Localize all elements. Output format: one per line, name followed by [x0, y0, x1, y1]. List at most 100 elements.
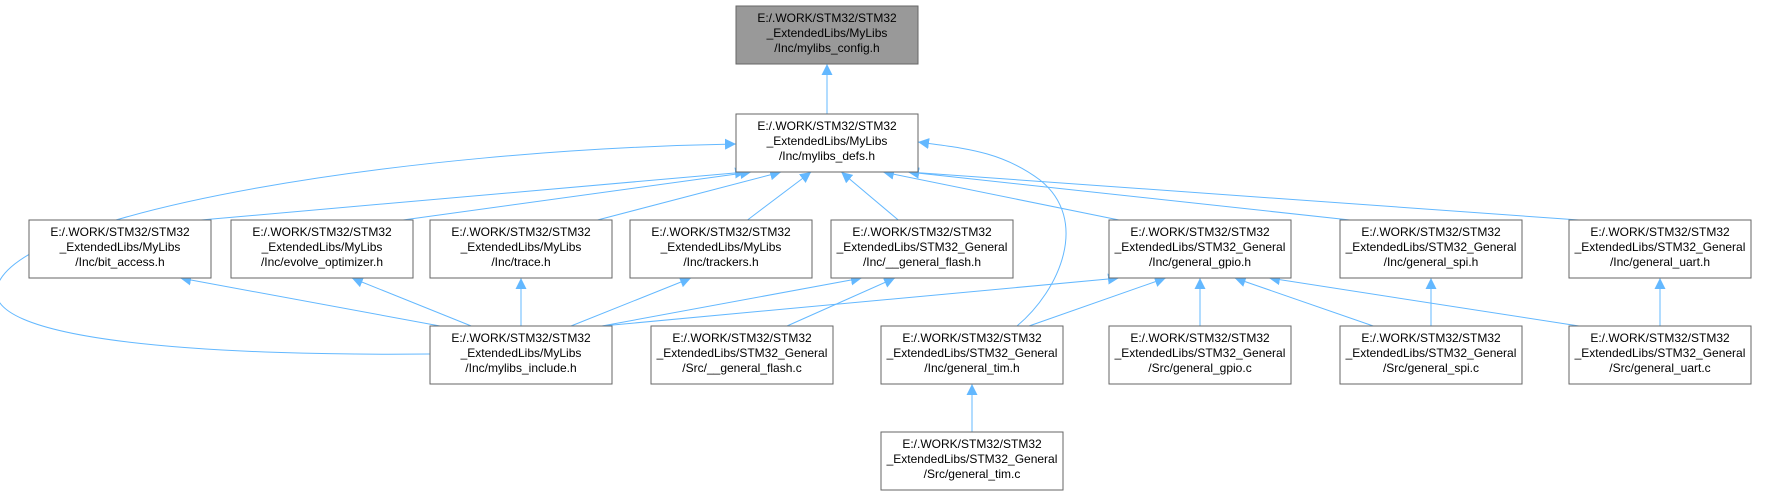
node-label-line: _ExtendedLibs/STM32_General — [1574, 346, 1746, 360]
node-label-line: /Inc/general_gpio.h — [1149, 255, 1251, 269]
node-label-line: E:/.WORK/STM32/STM32 — [252, 225, 392, 239]
node-box[interactable] — [735, 113, 919, 173]
node-tim-c[interactable]: E:/.WORK/STM32/STM32_ExtendedLibs/STM32_… — [880, 431, 1064, 491]
node-include-h[interactable]: E:/.WORK/STM32/STM32_ExtendedLibs/MyLibs… — [429, 325, 613, 385]
edge-include_h-to-bit_access — [180, 274, 441, 327]
edge-flash_h-to-defs — [840, 171, 899, 221]
node-label-line: /Inc/general_spi.h — [1384, 255, 1479, 269]
node-label-line: E:/.WORK/STM32/STM32 — [451, 225, 591, 239]
node-label-line: E:/.WORK/STM32/STM32 — [50, 225, 190, 239]
node-box[interactable] — [735, 5, 919, 65]
node-gpio-c[interactable]: E:/.WORK/STM32/STM32_ExtendedLibs/STM32_… — [1108, 325, 1292, 385]
node-box[interactable] — [629, 219, 813, 279]
node-box[interactable] — [1568, 325, 1752, 385]
node-config[interactable]: E:/.WORK/STM32/STM32_ExtendedLibs/MyLibs… — [735, 5, 919, 65]
node-label-line: _ExtendedLibs/STM32_General — [1114, 346, 1286, 360]
edge-flash_c-to-flash_h — [786, 277, 896, 327]
edge-tim_h-to-gpio_h — [1028, 276, 1166, 327]
node-label-line: /Src/general_spi.c — [1383, 361, 1479, 375]
node-evolve[interactable]: E:/.WORK/STM32/STM32_ExtendedLibs/MyLibs… — [230, 219, 414, 279]
node-box[interactable] — [1339, 219, 1523, 279]
node-label-line: _ExtendedLibs/STM32_General — [1345, 240, 1517, 254]
node-label-line: _ExtendedLibs/STM32_General — [656, 346, 828, 360]
node-label-line: _ExtendedLibs/MyLibs — [766, 134, 888, 148]
node-label-line: E:/.WORK/STM32/STM32 — [651, 225, 791, 239]
edge-spi_h-to-defs — [907, 167, 1351, 221]
node-flash-h[interactable]: E:/.WORK/STM32/STM32_ExtendedLibs/STM32_… — [830, 219, 1014, 279]
edge-spi_c-to-gpio_h — [1234, 276, 1374, 327]
edge-gpio_h-to-defs — [882, 168, 1120, 221]
node-label-line: E:/.WORK/STM32/STM32 — [1361, 225, 1501, 239]
node-label-line: /Inc/general_tim.h — [924, 361, 1019, 375]
node-box[interactable] — [429, 325, 613, 385]
edge-trace-to-defs — [597, 169, 782, 221]
node-spi-h[interactable]: E:/.WORK/STM32/STM32_ExtendedLibs/STM32_… — [1339, 219, 1523, 279]
node-label-line: E:/.WORK/STM32/STM32 — [902, 437, 1042, 451]
node-label-line: /Inc/mylibs_config.h — [774, 41, 879, 55]
edges-layer — [0, 64, 1666, 432]
node-tim-h[interactable]: E:/.WORK/STM32/STM32_ExtendedLibs/STM32_… — [880, 325, 1064, 385]
node-box[interactable] — [1339, 325, 1523, 385]
node-label-line: _ExtendedLibs/STM32_General — [1114, 240, 1286, 254]
node-label-line: _ExtendedLibs/STM32_General — [1574, 240, 1746, 254]
node-label-line: E:/.WORK/STM32/STM32 — [1130, 225, 1270, 239]
node-box[interactable] — [650, 325, 834, 385]
node-label-line: /Src/general_tim.c — [924, 467, 1021, 481]
node-label-line: E:/.WORK/STM32/STM32 — [451, 331, 591, 345]
node-box[interactable] — [429, 219, 613, 279]
edge-include_h-to-trackers — [570, 276, 692, 327]
edge-uart_h-to-defs — [907, 167, 1580, 221]
node-label-line: /Inc/bit_access.h — [75, 255, 164, 269]
node-label-line: E:/.WORK/STM32/STM32 — [902, 331, 1042, 345]
node-label-line: _ExtendedLibs/MyLibs — [460, 346, 582, 360]
node-label-line: E:/.WORK/STM32/STM32 — [1130, 331, 1270, 345]
node-uart-h[interactable]: E:/.WORK/STM32/STM32_ExtendedLibs/STM32_… — [1568, 219, 1752, 279]
node-label-line: E:/.WORK/STM32/STM32 — [1590, 225, 1730, 239]
node-label-line: /Inc/trace.h — [491, 255, 550, 269]
node-bit-access[interactable]: E:/.WORK/STM32/STM32_ExtendedLibs/MyLibs… — [28, 219, 212, 279]
node-label-line: /Src/general_gpio.c — [1148, 361, 1251, 375]
node-label-line: E:/.WORK/STM32/STM32 — [1361, 331, 1501, 345]
node-label-line: _ExtendedLibs/MyLibs — [460, 240, 582, 254]
node-box[interactable] — [1568, 219, 1752, 279]
node-defs[interactable]: E:/.WORK/STM32/STM32_ExtendedLibs/MyLibs… — [735, 113, 919, 173]
node-label-line: _ExtendedLibs/MyLibs — [261, 240, 383, 254]
edge-include_h-to-gpio_h — [601, 273, 1120, 327]
node-uart-c[interactable]: E:/.WORK/STM32/STM32_ExtendedLibs/STM32_… — [1568, 325, 1752, 385]
node-flash-c[interactable]: E:/.WORK/STM32/STM32_ExtendedLibs/STM32_… — [650, 325, 834, 385]
node-box[interactable] — [1108, 325, 1292, 385]
node-label-line: E:/.WORK/STM32/STM32 — [672, 331, 812, 345]
node-label-line: _ExtendedLibs/MyLibs — [766, 26, 888, 40]
node-box[interactable] — [230, 219, 414, 279]
node-label-line: E:/.WORK/STM32/STM32 — [1590, 331, 1730, 345]
node-label-line: _ExtendedLibs/STM32_General — [886, 452, 1058, 466]
node-label-line: /Inc/mylibs_defs.h — [779, 149, 875, 163]
nodes-layer: E:/.WORK/STM32/STM32_ExtendedLibs/MyLibs… — [28, 5, 1752, 491]
node-label-line: _ExtendedLibs/MyLibs — [660, 240, 782, 254]
edge-tim_h-to-defs — [917, 138, 1067, 327]
node-trace[interactable]: E:/.WORK/STM32/STM32_ExtendedLibs/MyLibs… — [429, 219, 613, 279]
edge-include_h-to-defs — [0, 138, 737, 355]
node-label-line: /Src/__general_flash.c — [682, 361, 801, 375]
node-label-line: _ExtendedLibs/MyLibs — [59, 240, 181, 254]
node-box[interactable] — [28, 219, 212, 279]
edge-include_h-to-evolve — [351, 276, 472, 327]
edge-uart_c-to-gpio_h — [1268, 274, 1580, 327]
node-box[interactable] — [880, 431, 1064, 491]
node-trackers[interactable]: E:/.WORK/STM32/STM32_ExtendedLibs/MyLibs… — [629, 219, 813, 279]
node-label-line: /Inc/__general_flash.h — [863, 255, 981, 269]
node-label-line: /Inc/evolve_optimizer.h — [261, 255, 383, 269]
node-label-line: _ExtendedLibs/STM32_General — [1345, 346, 1517, 360]
edge-trackers-to-defs — [747, 171, 812, 221]
node-box[interactable] — [880, 325, 1064, 385]
node-box[interactable] — [830, 219, 1014, 279]
node-gpio-h[interactable]: E:/.WORK/STM32/STM32_ExtendedLibs/STM32_… — [1108, 219, 1292, 279]
node-label-line: _ExtendedLibs/STM32_General — [886, 346, 1058, 360]
node-label-line: E:/.WORK/STM32/STM32 — [757, 119, 897, 133]
node-label-line: _ExtendedLibs/STM32_General — [836, 240, 1008, 254]
node-box[interactable] — [1108, 219, 1292, 279]
edge-include_h-to-flash_h — [601, 274, 862, 327]
node-label-line: /Inc/general_uart.h — [1610, 255, 1710, 269]
node-spi-c[interactable]: E:/.WORK/STM32/STM32_ExtendedLibs/STM32_… — [1339, 325, 1523, 385]
